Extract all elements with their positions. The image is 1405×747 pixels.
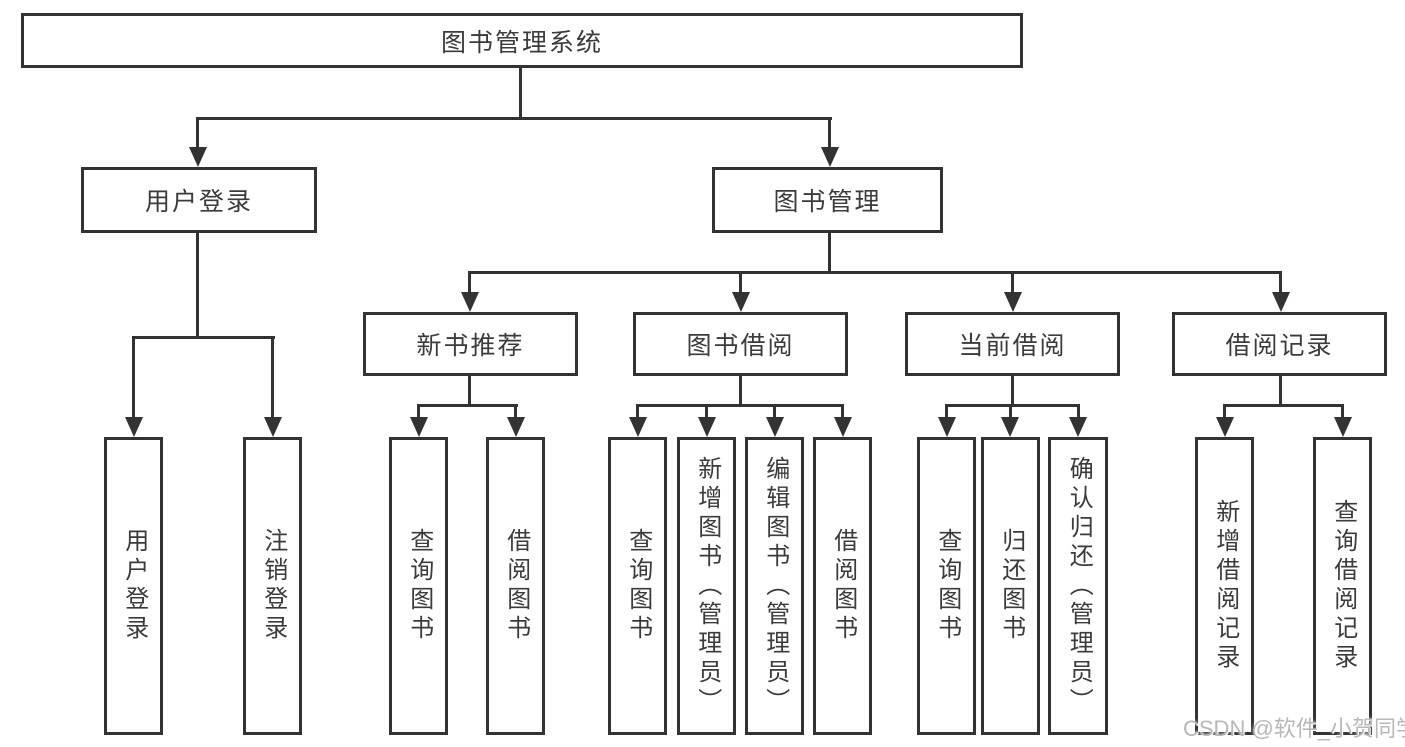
connector-recommend-horizontal bbox=[417, 404, 518, 407]
node-current-borrow: 当前借阅 bbox=[905, 312, 1120, 376]
leaf-borrow-borrow-book: 借阅图书 bbox=[813, 437, 872, 735]
leaf-current-confirm-return-admin: 确认归还（管理员） bbox=[1048, 437, 1108, 735]
connector-to-borrow-records bbox=[1279, 271, 1282, 293]
connector-current-stem bbox=[1011, 376, 1014, 404]
arrow-down-icon bbox=[732, 292, 750, 312]
arrow-down-icon bbox=[125, 417, 143, 437]
arrow-down-icon bbox=[1334, 417, 1352, 437]
node-label: 查询借阅记录 bbox=[1329, 499, 1357, 673]
connector-to-current-borrow bbox=[1011, 271, 1014, 293]
arrow-down-icon bbox=[264, 417, 282, 437]
connector-borrow-horizontal bbox=[636, 404, 844, 407]
connector-to-new-book-recommend bbox=[468, 271, 471, 293]
node-label: 归还图书 bbox=[997, 528, 1025, 644]
csdn-watermark: CSDN @软件_小贺同学 bbox=[1183, 716, 1405, 741]
connector-user-login-stem bbox=[196, 233, 199, 337]
leaf-recommend-borrow-book: 借阅图书 bbox=[486, 437, 545, 735]
connector-current-horizontal bbox=[945, 404, 1079, 407]
connector-to-book-management bbox=[828, 117, 831, 148]
arrow-down-icon bbox=[938, 417, 956, 437]
connector-root-horizontal bbox=[196, 117, 832, 120]
arrow-down-icon bbox=[834, 417, 852, 437]
connector-leaf-stem bbox=[841, 404, 844, 418]
arrow-down-icon bbox=[1001, 417, 1019, 437]
arrow-down-icon bbox=[821, 147, 839, 167]
node-label: 新书推荐 bbox=[416, 332, 525, 360]
arrow-down-icon bbox=[189, 147, 207, 167]
connector-leaf-stem bbox=[417, 404, 420, 418]
connector-leaf-stem bbox=[1341, 404, 1344, 418]
connector-to-user-login bbox=[196, 117, 199, 148]
node-label: 借阅图书 bbox=[502, 528, 530, 644]
connector-to-leaf-logout bbox=[271, 336, 274, 417]
connector-records-horizontal bbox=[1223, 404, 1344, 407]
leaf-current-return-book: 归还图书 bbox=[981, 437, 1040, 735]
connector-leaf-stem bbox=[705, 404, 708, 418]
leaf-recommend-query-book: 查询图书 bbox=[389, 437, 448, 735]
arrow-down-icon bbox=[410, 417, 428, 437]
connector-to-book-borrow bbox=[739, 271, 742, 293]
leaf-records-query-record: 查询借阅记录 bbox=[1313, 437, 1372, 735]
connector-leaf-stem bbox=[636, 404, 639, 418]
arrow-down-icon bbox=[1216, 417, 1234, 437]
node-book-borrow: 图书借阅 bbox=[633, 312, 848, 376]
node-label: 当前借阅 bbox=[958, 332, 1067, 360]
leaf-current-query-book: 查询图书 bbox=[917, 437, 976, 735]
node-label: 查询图书 bbox=[405, 528, 433, 644]
connector-leaf-stem bbox=[514, 404, 517, 418]
connector-leaf-stem bbox=[945, 404, 948, 418]
node-label: 查询图书 bbox=[624, 528, 652, 644]
leaf-borrow-edit-book-admin: 编辑图书（管理员） bbox=[745, 437, 804, 735]
arrow-down-icon bbox=[507, 417, 525, 437]
arrow-down-icon bbox=[629, 417, 647, 437]
node-borrow-records: 借阅记录 bbox=[1172, 312, 1387, 376]
node-label: 图书管理 bbox=[773, 188, 882, 216]
connector-level3-horizontal bbox=[468, 271, 1282, 274]
connector-leaf-stem bbox=[1077, 404, 1080, 418]
leaf-user-login: 用户登录 bbox=[104, 437, 163, 735]
connector-leaf-stem bbox=[1009, 404, 1012, 418]
connector-leaf-stem bbox=[773, 404, 776, 418]
node-label: 新增借阅记录 bbox=[1211, 499, 1239, 673]
connector-recommend-stem bbox=[468, 376, 471, 404]
node-label: 确认归还（管理员） bbox=[1065, 455, 1093, 717]
connector-to-leaf-user-login bbox=[132, 336, 135, 417]
connector-root-stem bbox=[519, 68, 522, 117]
leaf-borrow-add-book-admin: 新增图书（管理员） bbox=[677, 437, 736, 735]
connector-borrow-stem bbox=[739, 376, 742, 404]
node-label: 新增图书（管理员） bbox=[693, 455, 721, 717]
node-label: 借阅记录 bbox=[1225, 332, 1334, 360]
node-label: 图书借阅 bbox=[686, 332, 795, 360]
arrow-down-icon bbox=[698, 417, 716, 437]
connector-user-login-horizontal bbox=[132, 336, 275, 339]
arrow-down-icon bbox=[1272, 292, 1290, 312]
node-label: 注销登录 bbox=[259, 528, 287, 644]
leaf-records-add-record: 新增借阅记录 bbox=[1195, 437, 1254, 735]
node-book-management: 图书管理 bbox=[712, 167, 943, 233]
arrow-down-icon bbox=[766, 417, 784, 437]
node-label: 用户登录 bbox=[120, 528, 148, 644]
connector-book-management-stem bbox=[828, 233, 831, 271]
node-label: 借阅图书 bbox=[829, 528, 857, 644]
leaf-borrow-query-book: 查询图书 bbox=[608, 437, 667, 735]
node-label: 查询图书 bbox=[933, 528, 961, 644]
connector-records-stem bbox=[1279, 376, 1282, 404]
node-user-login: 用户登录 bbox=[81, 167, 317, 233]
node-label: 图书管理系统 bbox=[440, 28, 603, 57]
node-library-management-system: 图书管理系统 bbox=[21, 13, 1023, 68]
connector-leaf-stem bbox=[1223, 404, 1226, 418]
arrow-down-icon bbox=[1069, 417, 1087, 437]
arrow-down-icon bbox=[1004, 292, 1022, 312]
node-label: 编辑图书（管理员） bbox=[761, 455, 789, 717]
leaf-logout: 注销登录 bbox=[243, 437, 302, 735]
node-new-book-recommend: 新书推荐 bbox=[363, 312, 578, 376]
node-label: 用户登录 bbox=[144, 188, 253, 216]
arrow-down-icon bbox=[461, 292, 479, 312]
